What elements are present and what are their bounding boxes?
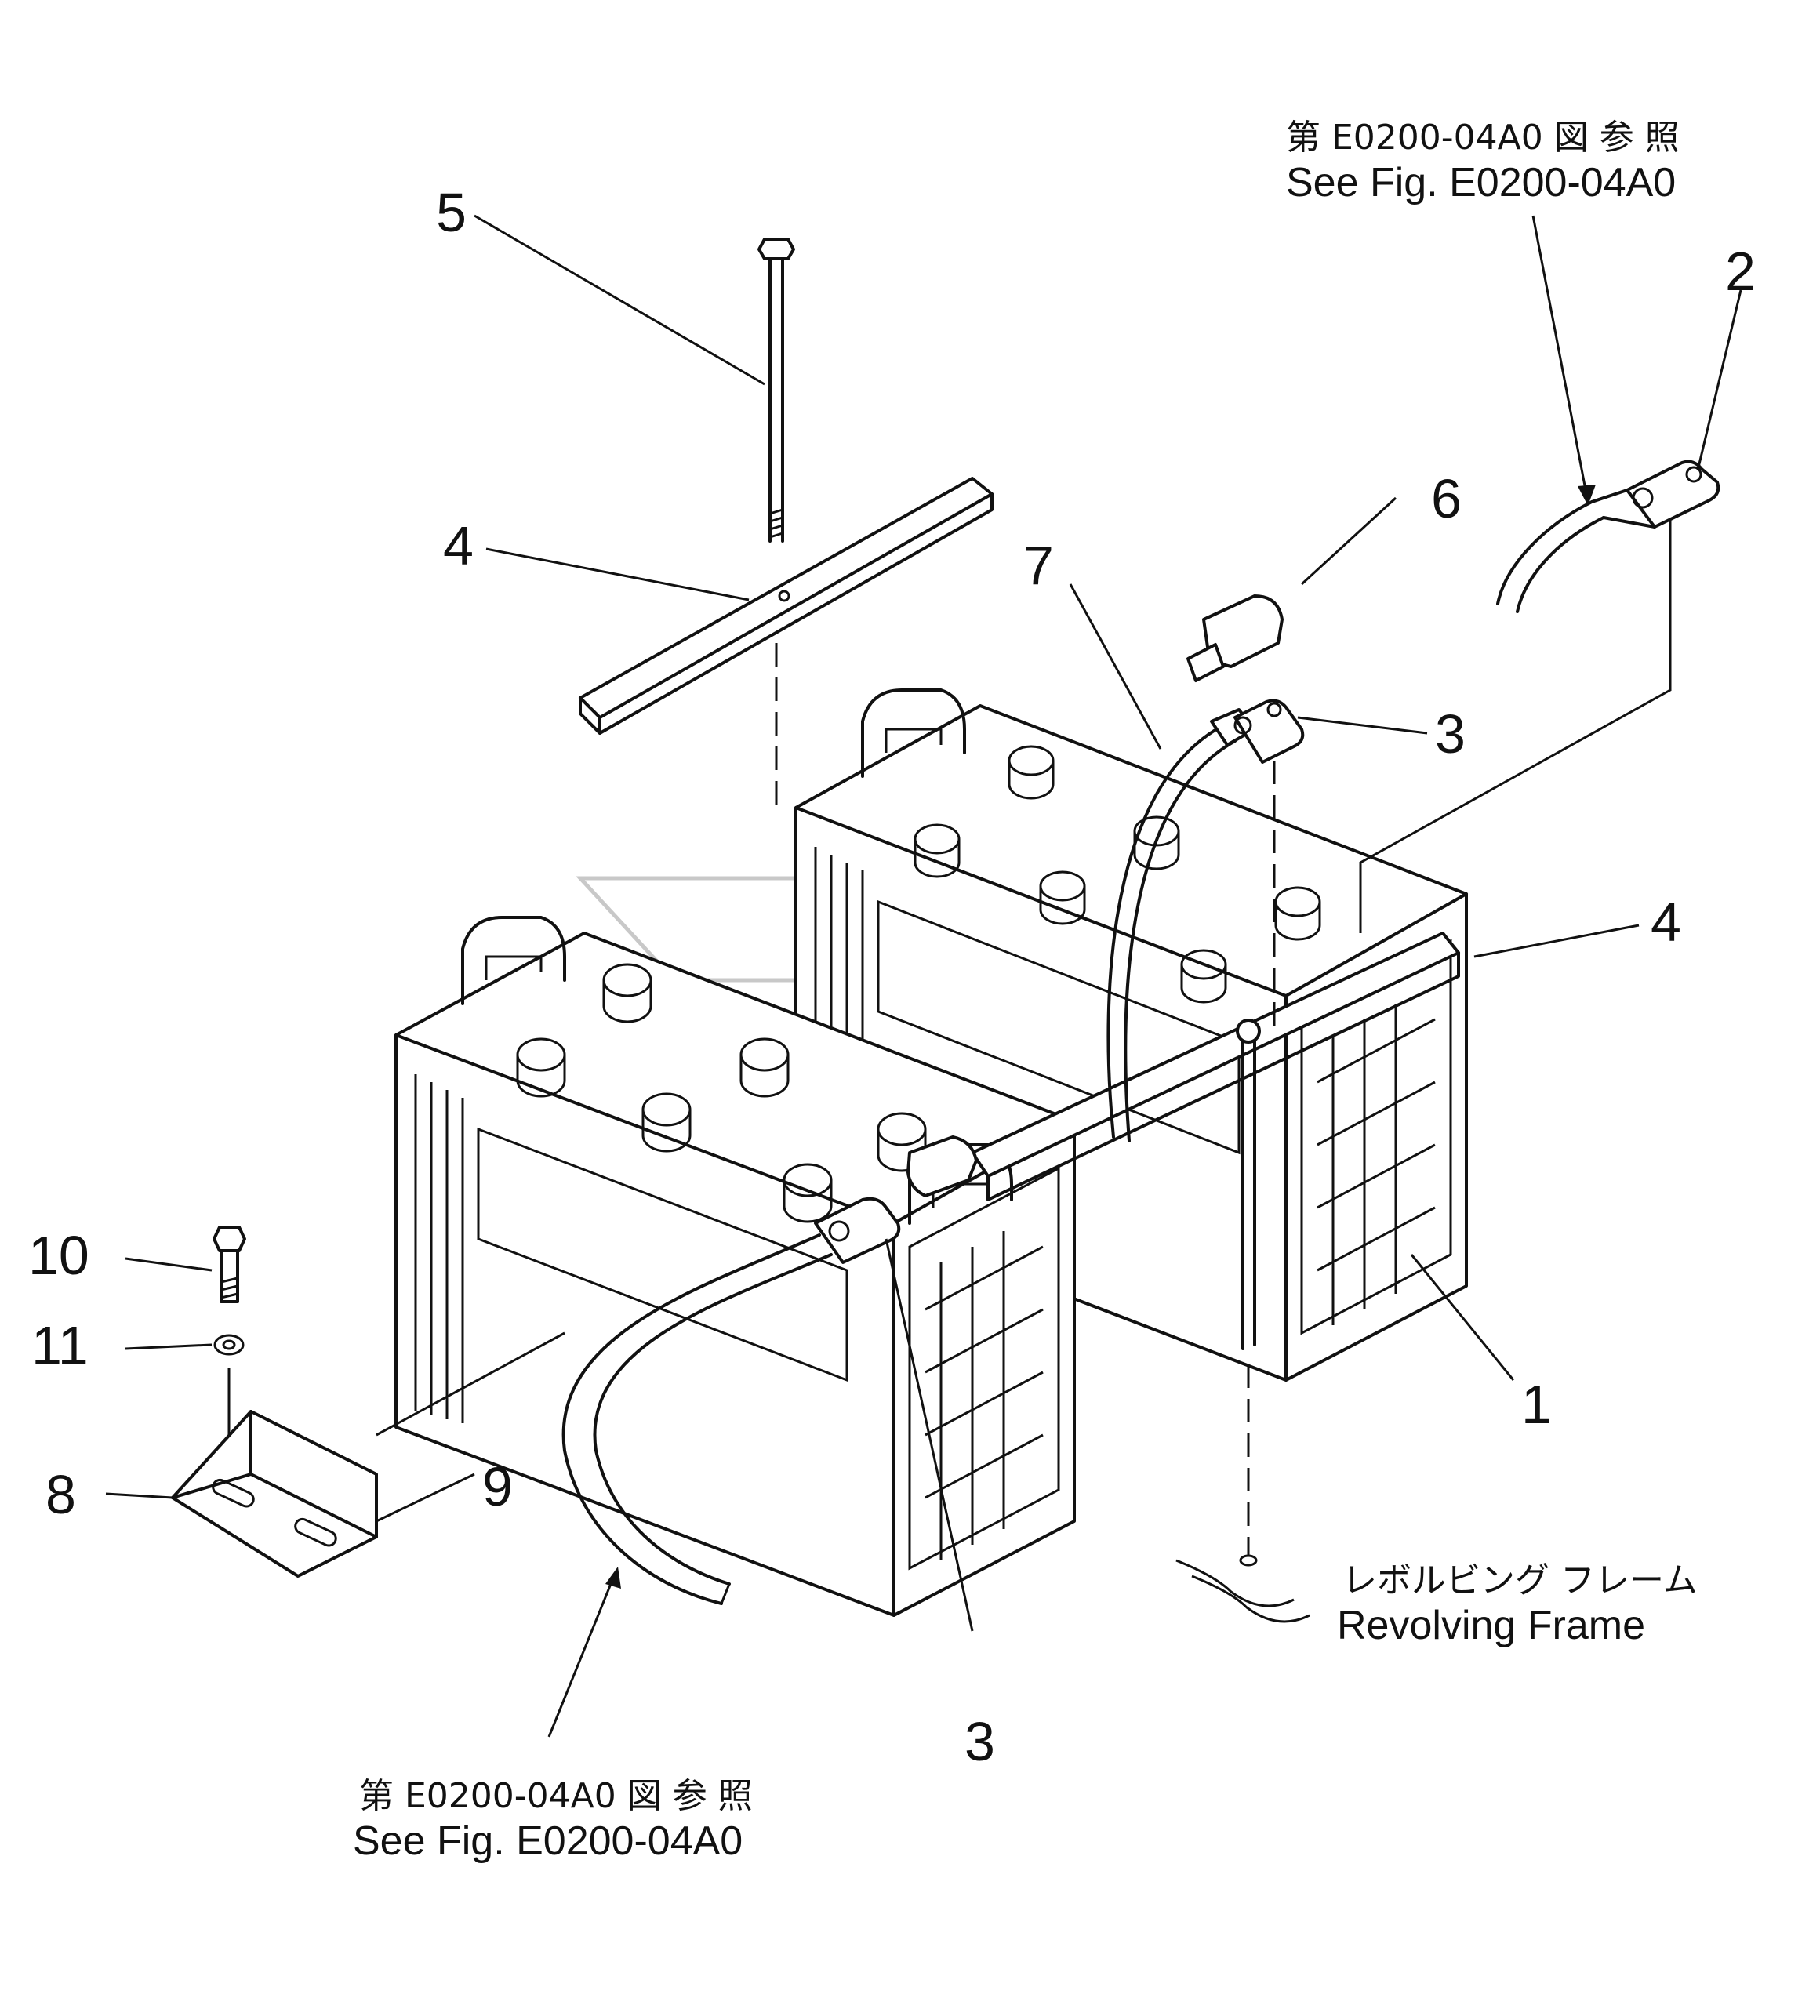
reference-bottom: 第 E0200-04A0 図 参 照 See Fig. E0200-04A0	[353, 1776, 753, 1864]
revolving-frame-mark	[1175, 1559, 1310, 1623]
frame-caption-jp: レボルビング フレーム	[1342, 1560, 1698, 1600]
callout-6: 6	[1431, 468, 1462, 529]
callout-4-upper: 4	[443, 515, 474, 576]
hold-down-bar-upper	[579, 477, 994, 735]
callout-8: 8	[45, 1464, 76, 1525]
callout-9: 9	[482, 1456, 513, 1517]
reference-top-en: See Fig. E0200-04A0	[1286, 160, 1676, 205]
callout-2: 2	[1725, 241, 1756, 302]
bolt	[213, 1226, 246, 1303]
callout-4-lower: 4	[1651, 892, 1681, 953]
callout-5: 5	[436, 182, 467, 243]
terminal-cover	[1186, 594, 1284, 682]
cable-negative-top	[1359, 460, 1720, 933]
j-bolt	[757, 238, 795, 815]
reference-top-jp: 第 E0200-04A0 図 参 照	[1286, 118, 1680, 158]
leader-lines	[105, 214, 1742, 1738]
reference-bottom-jp: 第 E0200-04A0 図 参 照	[359, 1776, 753, 1816]
reference-bottom-en: See Fig. E0200-04A0	[353, 1818, 743, 1864]
callout-1: 1	[1521, 1374, 1552, 1435]
reference-top: 第 E0200-04A0 図 参 照 See Fig. E0200-04A0	[1286, 118, 1680, 205]
terminal-lower	[561, 1135, 978, 1605]
frame-caption: レボルビング フレーム Revolving Frame	[1337, 1560, 1698, 1648]
bracket	[171, 1410, 378, 1578]
battery-front	[394, 916, 1076, 1617]
terminal-upper	[1233, 699, 1305, 1035]
anchor-rod	[1236, 1019, 1261, 1567]
callout-3-lower: 3	[964, 1711, 995, 1772]
frame-caption-en: Revolving Frame	[1337, 1603, 1645, 1648]
callout-labels: 5 4 7 6 3 4 2 1 3 9 8 10 11	[28, 182, 1756, 1772]
callout-3-upper: 3	[1435, 703, 1466, 765]
callout-10: 10	[28, 1225, 89, 1286]
hold-down-bar-lower	[971, 932, 1460, 1201]
callout-7: 7	[1023, 535, 1054, 596]
callout-11: 11	[31, 1315, 89, 1376]
